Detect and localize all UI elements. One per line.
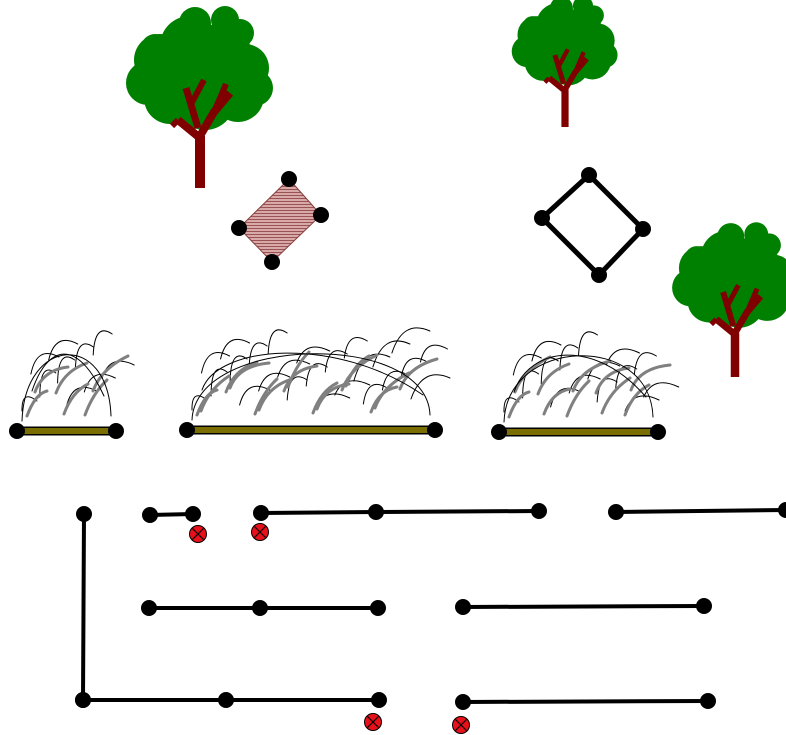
polyline-6[interactable] (455, 598, 712, 615)
outline-diamond[interactable] (534, 167, 651, 283)
error-marker-4 x-circle-icon[interactable] (452, 716, 470, 734)
tree-trunk (543, 48, 589, 127)
error-marker-1 x-circle-icon[interactable] (189, 525, 207, 543)
vertex-dot-icon[interactable] (252, 600, 268, 616)
polyline-3[interactable] (253, 503, 547, 521)
vertex-dot-icon[interactable] (581, 167, 597, 183)
tree-canopy (672, 222, 786, 328)
vertex-dot-icon[interactable] (281, 171, 297, 187)
vertex-dot-icon[interactable] (108, 423, 124, 439)
vertex-dot-icon[interactable] (9, 423, 25, 439)
vertex-dot-icon[interactable] (427, 422, 443, 438)
vertex-dot-icon[interactable] (141, 600, 157, 616)
error-marker-2 x-circle-icon[interactable] (251, 523, 269, 541)
vertex-dot-icon[interactable] (700, 693, 716, 709)
polyline-8[interactable] (455, 693, 716, 710)
vertex-dot-icon[interactable] (370, 600, 386, 616)
vertex-dot-icon[interactable] (635, 221, 651, 237)
bush-3 (491, 331, 680, 440)
filled-diamond[interactable] (231, 171, 329, 270)
vertex-dot-icon[interactable] (455, 694, 471, 710)
shapes-layer (231, 167, 651, 283)
vertex-dot-icon[interactable] (650, 424, 666, 440)
bushes-layer (9, 327, 680, 440)
tree-canopy (126, 6, 273, 130)
bush-2 (179, 327, 451, 438)
vertex-dot-icon[interactable] (371, 692, 387, 708)
tree-trunk (169, 78, 234, 188)
vertex-dot-icon[interactable] (264, 254, 280, 270)
vertex-dot-icon[interactable] (179, 422, 195, 438)
vertex-dot-icon[interactable] (253, 505, 269, 521)
vertex-dot-icon[interactable] (591, 267, 607, 283)
vertex-dot-icon[interactable] (534, 210, 550, 226)
vertex-dot-icon[interactable] (696, 598, 712, 614)
polyline-2[interactable] (142, 506, 201, 523)
polyline-4[interactable] (608, 502, 786, 520)
error-marker-3 x-circle-icon[interactable] (364, 713, 382, 731)
tree-canopy (511, 0, 618, 86)
vertex-dot-icon[interactable] (608, 504, 624, 520)
bush-1 (9, 330, 135, 439)
vertex-dot-icon[interactable] (231, 220, 247, 236)
polyline-7[interactable] (75, 692, 387, 708)
tree-2 (511, 0, 618, 127)
polyline-1[interactable] (75, 506, 92, 708)
vertex-dot-icon[interactable] (76, 506, 92, 522)
vertex-dot-icon[interactable] (531, 503, 547, 519)
vertex-dot-icon[interactable] (75, 692, 91, 708)
vertex-dot-icon[interactable] (455, 599, 471, 615)
lines-layer (75, 502, 786, 710)
vertex-dot-icon[interactable] (142, 507, 158, 523)
error-markers-layer (189, 523, 470, 734)
vertex-dot-icon[interactable] (368, 504, 384, 520)
vertex-dot-icon[interactable] (185, 506, 201, 522)
trees-layer (126, 0, 786, 377)
vertex-dot-icon[interactable] (218, 692, 234, 708)
vertex-dot-icon[interactable] (491, 424, 507, 440)
vertex-dot-icon[interactable] (313, 207, 329, 223)
tree-1 (126, 6, 273, 188)
vertex-dot-icon[interactable] (778, 502, 786, 518)
tree-3 (672, 222, 786, 377)
tree-trunk (709, 283, 764, 377)
polyline-5[interactable] (141, 600, 386, 616)
